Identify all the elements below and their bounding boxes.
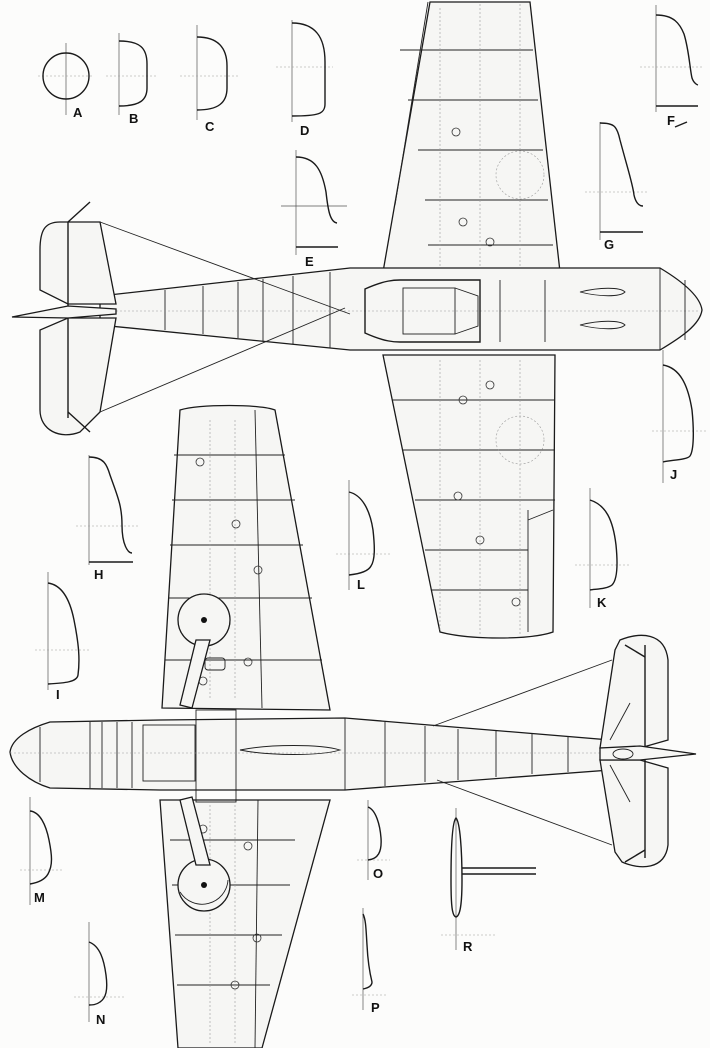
section-label-e: E [305,254,314,269]
section-h-profile [76,455,138,565]
top-view-fuselage [99,267,703,351]
bottom-view-upper-wing [161,404,331,711]
section-d-profile [276,20,333,122]
section-label-c: C [205,119,215,134]
bottom-view-access-panels [195,457,263,990]
bottom-view-lower-wing [159,799,331,1048]
section-l-profile [336,480,392,590]
bottom-view-main-gear-upper [177,593,231,709]
section-label-j: J [670,467,678,482]
top-view-cockpit [364,279,481,343]
bottom-view [9,404,697,1048]
top-view-lower-wing [382,354,556,639]
section-label-r: R [463,939,473,954]
bottom-view-tailplane-upper [599,634,669,749]
section-g-profile [585,122,648,240]
section-label-p: P [371,1000,380,1015]
section-r-profile [441,808,536,950]
section-o-profile [357,800,390,880]
top-view-tailplane-upper [39,221,117,305]
bottom-view-main-gear-lower [177,796,231,912]
top-view-tailplane-lower [39,317,117,436]
section-k-profile [575,488,630,608]
section-n-profile [74,922,124,1022]
section-m-profile [20,797,64,905]
section-a-profile [38,43,92,115]
section-f-profile [640,5,703,128]
top-view-access-panels [451,127,545,607]
section-label-h: H [94,567,104,582]
section-label-f: F [667,113,675,128]
top-view [11,1,703,639]
section-c-profile [180,25,240,120]
section-label-o: O [373,866,384,881]
section-label-a: A [73,105,83,120]
section-b-profile [106,33,158,115]
section-label-m: M [34,890,45,905]
section-label-l: L [357,577,365,592]
section-label-g: G [604,237,615,252]
section-j-profile [652,350,707,483]
bottom-view-tailplane-lower [599,759,669,868]
section-label-d: D [300,123,310,138]
section-e-profile [281,150,347,255]
section-label-b: B [129,111,139,126]
section-label-k: K [597,595,607,610]
section-label-i: I [56,687,60,702]
section-label-n: N [96,1012,106,1027]
section-p-profile [352,908,388,1010]
top-view-upper-wing [382,1,561,273]
section-i-profile [35,572,90,690]
